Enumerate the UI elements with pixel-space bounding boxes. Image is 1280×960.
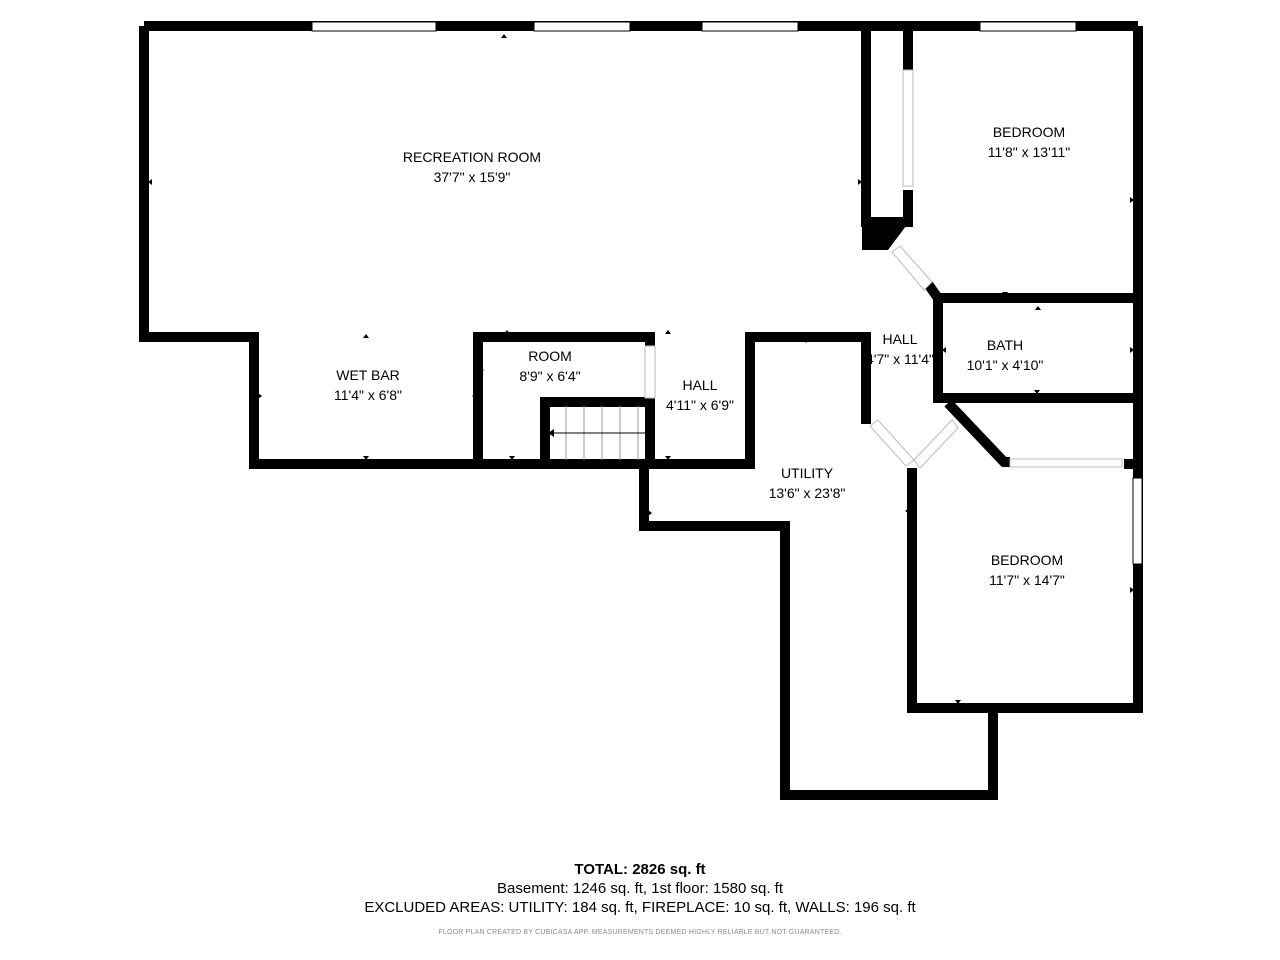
doorway	[891, 245, 933, 291]
doorways	[644, 69, 1123, 469]
window	[1132, 477, 1143, 565]
room-name-wet-bar: WET BAR	[336, 367, 400, 383]
wall-bottom-left	[478, 332, 871, 469]
room-name-recreation: RECREATION ROOM	[402, 149, 542, 165]
window	[979, 21, 1077, 32]
room-name-bedroom-bottom: BEDROOM	[990, 552, 1064, 568]
room-name-bedroom-top: BEDROOM	[992, 124, 1066, 140]
floor-areas: Basement: 1246 sq. ft, 1st floor: 1580 s…	[497, 880, 783, 897]
total-area: TOTAL: 2826 sq. ft	[574, 861, 706, 878]
room-dims-bedroom-top: 11'8" x 13'11"	[987, 144, 1071, 160]
room-name-bath: BATH	[986, 337, 1024, 353]
window	[701, 21, 799, 32]
disclaimer: FLOOR PLAN CREATED BY CUBICASA APP. MEAS…	[438, 929, 842, 936]
doorway	[913, 419, 959, 469]
room-name-utility: UTILITY	[780, 465, 834, 481]
room-name-hall-left: HALL	[682, 377, 718, 393]
doorway	[1009, 458, 1123, 468]
window	[311, 21, 437, 32]
doorway	[644, 345, 656, 399]
wall-left	[139, 26, 655, 469]
room-dims-bath: 10'1" x 4'10"	[966, 357, 1044, 373]
excluded-areas: EXCLUDED AREAS: UTILITY: 184 sq. ft, FIR…	[364, 899, 916, 916]
room-dims-recreation: 37'7" x 15'9"	[433, 169, 511, 185]
wall-diag-top	[923, 281, 943, 301]
room-dims-hall-left: 4'11" x 6'9"	[666, 397, 734, 413]
walls	[139, 21, 1143, 800]
doorway	[902, 69, 914, 187]
room-name-hall-center: HALL	[882, 331, 918, 347]
stairs	[548, 406, 650, 460]
wall-stairs	[540, 397, 650, 464]
fireplace-shape	[862, 218, 912, 250]
wall-utility	[639, 464, 998, 800]
room-dims-bedroom-bottom: 11'7" x 14'7"	[989, 572, 1065, 588]
wall-bedroom-bottom-top	[944, 399, 1138, 469]
doorway	[869, 419, 915, 467]
wall-closet	[861, 26, 913, 227]
window	[533, 21, 631, 32]
windows	[311, 21, 1143, 565]
room-dims-utility: 13'6" x 23'8"	[768, 485, 846, 501]
wall-bath	[933, 293, 1138, 403]
room-dims-wet-bar: 11'4" x 6'8"	[334, 387, 402, 403]
dimension-markers	[148, 34, 1134, 704]
room-name-room: ROOM	[528, 348, 572, 364]
room-dims-room: 8'9" x 6'4"	[519, 368, 581, 384]
room-dims-hall-center: 4'7" x 11'4"	[866, 351, 934, 367]
